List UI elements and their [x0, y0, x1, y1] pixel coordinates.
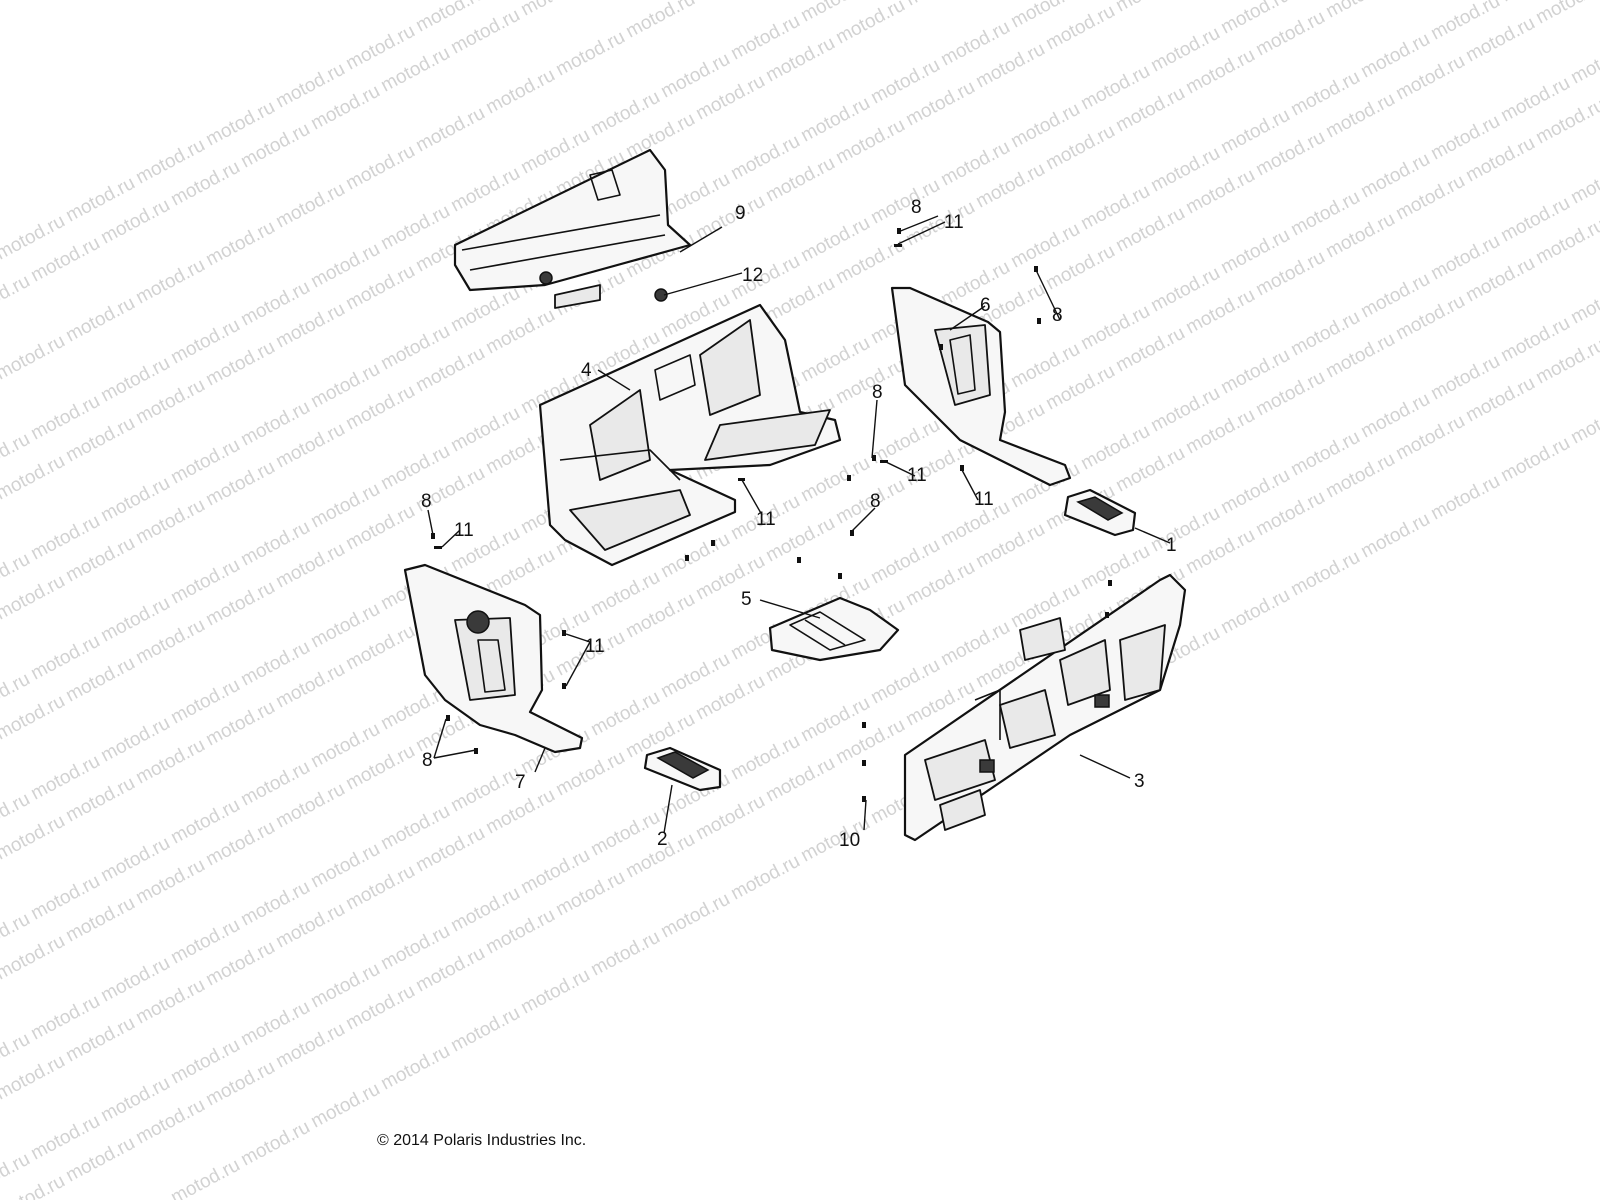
callout-12: 12 — [742, 265, 763, 286]
callout-labels: 1 2 3 4 5 6 7 8 8 8 8 8 8 9 10 11 11 11 … — [421, 197, 1177, 851]
callout-8b: 8 — [1052, 305, 1063, 326]
watermark-text: motod.ru — [412, 103, 488, 157]
callout-8c: 8 — [872, 382, 883, 403]
callout-9: 9 — [735, 203, 746, 224]
leader-lines — [427, 215, 1171, 834]
callout-11f: 11 — [585, 636, 605, 657]
watermark-text: motod.ru — [0, 331, 69, 385]
watermark-text: motod.ru — [517, 965, 593, 1019]
watermark-text: motod.ru — [132, 255, 208, 309]
watermark-text: motod.ru — [1567, 275, 1600, 329]
watermark-text: motod.ru — [622, 0, 698, 42]
watermark-text: motod.ru — [1532, 0, 1600, 28]
callout-10: 10 — [839, 830, 860, 851]
copyright-notice: © 2014 Polaris Industries Inc. — [377, 1132, 587, 1149]
part-3-front-floor-panel — [903, 573, 1187, 842]
callout-11b: 11 — [907, 465, 927, 486]
watermark-text: motod.ru — [1112, 0, 1188, 16]
watermark-text: motod.ru — [202, 217, 278, 271]
callout-11d: 11 — [756, 509, 776, 530]
watermark-text: motod.ru — [587, 927, 663, 981]
callout-11e: 11 — [454, 520, 474, 541]
callout-11c: 11 — [974, 489, 994, 510]
watermark-text: motod.ru — [0, 271, 34, 325]
part-4-center-floor-tub — [538, 303, 842, 567]
watermark-text: motod.ru — [552, 27, 628, 81]
watermark-text: motod.ru — [797, 813, 873, 867]
watermark-text: motod.ru — [657, 889, 733, 943]
callout-1: 1 — [1166, 535, 1177, 556]
watermark-text: motod.ru — [307, 1079, 383, 1133]
watermark-text: motod.ru — [1427, 471, 1503, 525]
watermark-text: motod.ru — [1357, 509, 1433, 563]
watermark-text: motod.ru — [482, 65, 558, 119]
watermark-text: motod.ru — [902, 0, 978, 10]
watermark-text: motod.ru — [1567, 395, 1600, 449]
watermark-text: motod.ru — [1497, 433, 1573, 487]
watermark-text: motod.ru — [167, 1155, 243, 1200]
watermark-text: motod.ru — [1322, 0, 1398, 22]
watermark-text: motod.ru — [692, 0, 768, 4]
fastener-set — [431, 228, 1112, 802]
callout-2: 2 — [657, 829, 668, 850]
part-12-nut — [539, 271, 668, 302]
part-1-right-foot-pad — [1063, 488, 1137, 537]
watermark-text: motod.ru — [517, 0, 593, 20]
callout-5: 5 — [741, 589, 752, 610]
callout-7: 7 — [515, 772, 526, 793]
watermark-text: motod.ru — [1287, 547, 1363, 601]
watermark-text: motod.ru — [832, 0, 908, 48]
callout-3: 3 — [1134, 771, 1145, 792]
callout-4: 4 — [581, 360, 592, 381]
part-2-left-foot-pad — [643, 746, 722, 792]
callout-6: 6 — [980, 295, 991, 316]
watermark-text: motod.ru — [377, 1041, 453, 1095]
part-6-right-side-panel — [890, 286, 1072, 487]
watermark-text: motod.ru — [727, 851, 803, 905]
callout-8d: 8 — [870, 491, 881, 512]
callout-8e: 8 — [421, 491, 432, 512]
watermark-text: motod.ru — [237, 1117, 313, 1171]
watermark-text: motod.ru — [447, 1003, 523, 1057]
watermark-text: motod.ru — [1217, 585, 1293, 639]
callout-8a: 8 — [911, 197, 922, 218]
part-7-left-side-panel — [403, 563, 584, 754]
watermark-text: motod.ru — [1567, 35, 1600, 89]
watermark-text: motod.ru — [1567, 155, 1600, 209]
watermark-text: motod.ru — [62, 293, 138, 347]
callout-8f: 8 — [422, 750, 433, 771]
callout-11a: 11 — [944, 212, 964, 233]
part-9-rear-panel — [453, 148, 692, 309]
watermark-text: motod.ru — [272, 179, 348, 233]
part-5-center-cover — [768, 596, 900, 662]
watermark-text: motod.ru — [342, 141, 418, 195]
